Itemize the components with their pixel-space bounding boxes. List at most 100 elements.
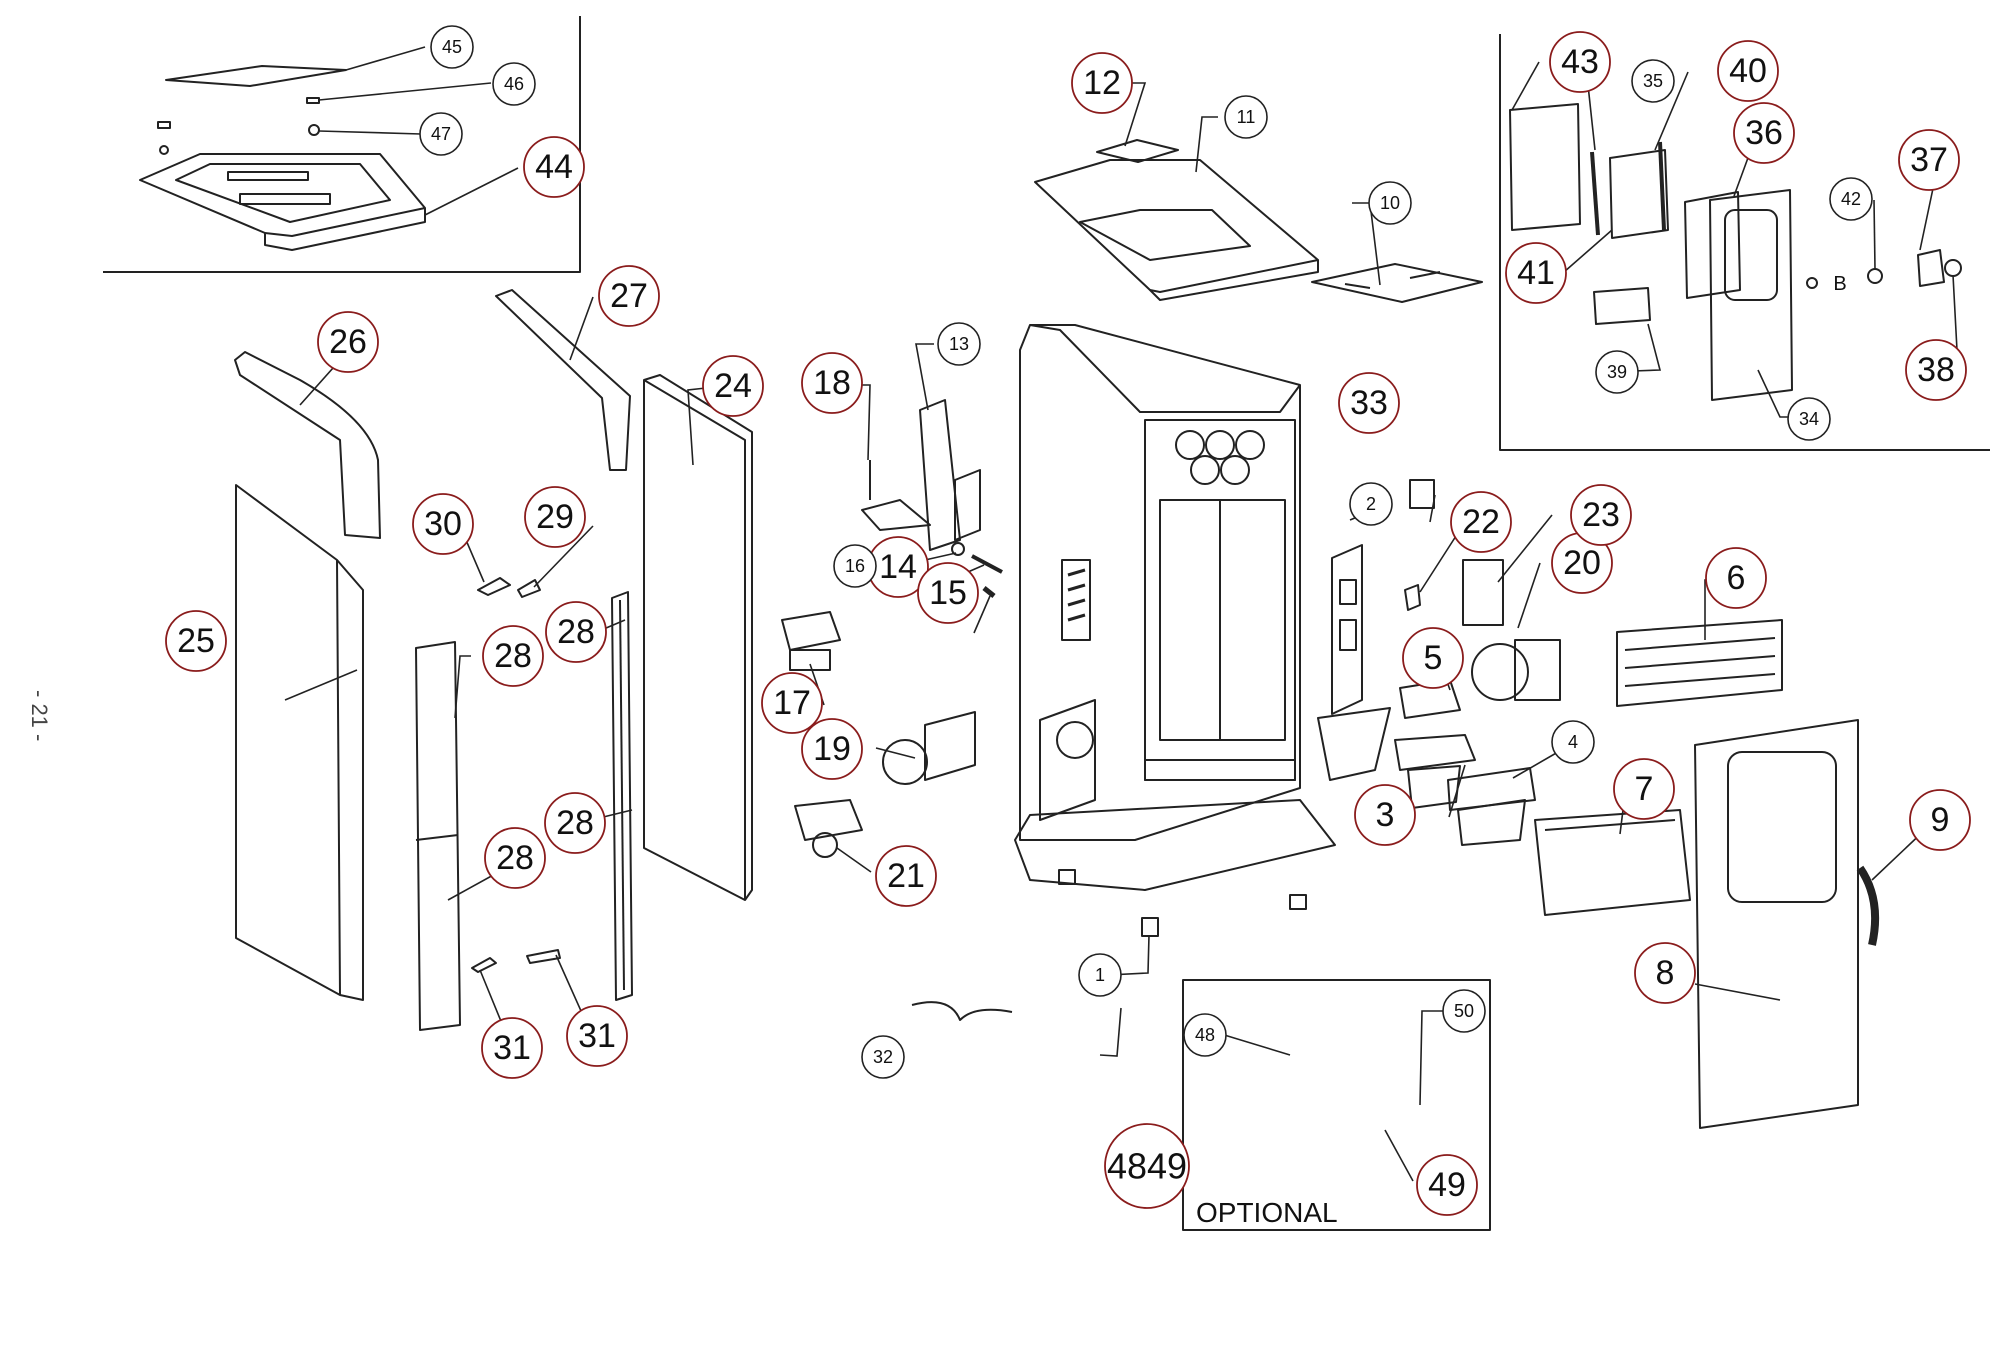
- callout-47: 47: [419, 112, 463, 156]
- callout-circle: [1071, 52, 1133, 114]
- callout-number: 39: [1607, 362, 1627, 382]
- callout-circle: [1224, 95, 1268, 139]
- callout-number: 42: [1841, 189, 1861, 209]
- callout-circle: [1634, 942, 1696, 1004]
- callout-50: 50: [1442, 989, 1486, 1033]
- callout-24: 24: [702, 355, 764, 417]
- callout-number: 4: [1568, 732, 1578, 752]
- callout-10: 10: [1368, 181, 1412, 225]
- part-11-top-plate: [1034, 159, 1319, 301]
- callout-18: 18: [801, 352, 863, 414]
- part-7-side-plate: [1534, 809, 1691, 916]
- part-30-clip: [477, 577, 511, 596]
- callout-number: 33: [1350, 384, 1388, 422]
- callout-number: 38: [1917, 351, 1955, 389]
- callout-22: 22: [1450, 491, 1512, 553]
- callout-14: 14: [867, 536, 929, 598]
- callout-number: 43: [1561, 43, 1599, 81]
- callout-circle: [937, 322, 981, 366]
- part-brazier-support: [1317, 707, 1391, 781]
- callout-19: 19: [801, 718, 863, 780]
- callout-circle: [412, 493, 474, 555]
- callout-29: 29: [524, 486, 586, 548]
- callout-number: 11: [1237, 107, 1256, 127]
- callout-7: 7: [1613, 758, 1675, 820]
- callout-circle: [419, 112, 463, 156]
- callout-circle: [1898, 129, 1960, 191]
- callout-circle: [917, 562, 979, 624]
- callout-1: 1: [1078, 953, 1122, 997]
- callout-circle: [566, 1005, 628, 1067]
- callout-circle: [801, 718, 863, 780]
- callout-number: 31: [493, 1029, 531, 1067]
- callout-42: 42: [1829, 177, 1873, 221]
- callout-circle: [1338, 372, 1400, 434]
- part-23-motor-support: [1462, 559, 1504, 626]
- part-19-blower: [882, 711, 976, 785]
- callout-circle: [1909, 789, 1971, 851]
- callout-number: 23: [1582, 496, 1620, 534]
- callout-circle: [482, 625, 544, 687]
- callout-number: 50: [1454, 1001, 1474, 1021]
- part-47-screw: [159, 124, 320, 155]
- part-33-switch: [1409, 479, 1435, 509]
- part-46-hinge: [157, 97, 320, 129]
- part-1-foot: [1058, 869, 1307, 937]
- callout-31: 31: [481, 1017, 543, 1079]
- callout-circle: [861, 1035, 905, 1079]
- callout-number: 44: [535, 148, 573, 186]
- part-31-clip: [471, 949, 561, 973]
- callout-number: 47: [431, 124, 451, 144]
- callout-number: 28: [557, 613, 595, 651]
- callout-21: 21: [875, 845, 937, 907]
- part-28-corner-profile-left: [415, 641, 461, 1031]
- part-35-gasket: [1590, 151, 1600, 236]
- callout-number: 8: [1656, 954, 1675, 992]
- callout-circle: [833, 544, 877, 588]
- callout-circle: [1104, 1123, 1190, 1209]
- callout-28: 28: [545, 601, 607, 663]
- callout-17: 17: [761, 672, 823, 734]
- callout-number: 37: [1910, 141, 1948, 179]
- part-43-glass: [1509, 103, 1581, 231]
- callout-circle: [1505, 242, 1567, 304]
- callout-number: 9: [1931, 801, 1950, 839]
- callout-11: 11: [1224, 95, 1268, 139]
- callout-15: 15: [917, 562, 979, 624]
- part-13-bracket: [861, 399, 981, 551]
- detail-marker-b: B: [1833, 273, 1846, 295]
- callout-27: 27: [598, 265, 660, 327]
- callout-12: 12: [1071, 52, 1133, 114]
- part-39-plate: [1593, 287, 1651, 325]
- callout-28: 28: [544, 792, 606, 854]
- callout-36: 36: [1733, 102, 1795, 164]
- door-kit-inset-frame: [1499, 34, 1990, 451]
- callout-number: 21: [887, 857, 925, 895]
- part-21-combustion-fan: [794, 799, 863, 858]
- part-34-inner-door: [1709, 189, 1793, 401]
- callout-4849: 4849: [1104, 1123, 1190, 1209]
- part-44-top-lid: [139, 153, 426, 251]
- callout-number: 30: [424, 505, 462, 543]
- callout-circle: [1829, 177, 1873, 221]
- part-16-nut: [951, 542, 965, 556]
- callout-circle: [1787, 397, 1831, 441]
- callout-number: 45: [442, 37, 462, 57]
- callout-circle: [430, 25, 474, 69]
- callout-circle: [1551, 720, 1595, 764]
- callout-circle: [1570, 484, 1632, 546]
- part-2-control-board: [1331, 544, 1363, 715]
- callout-4: 4: [1551, 720, 1595, 764]
- callout-2: 2: [1349, 482, 1393, 526]
- part-32-cable: [911, 1001, 1013, 1021]
- callout-46: 46: [492, 62, 536, 106]
- part-26-top-cap: [234, 351, 381, 539]
- callout-32: 32: [861, 1035, 905, 1079]
- callout-16: 16: [833, 544, 877, 588]
- part-17-gear-motor: [781, 611, 841, 671]
- part-40-gasket-frame: [1609, 141, 1669, 239]
- part-3-brazier: [1394, 734, 1476, 809]
- callout-number: 16: [845, 556, 865, 576]
- optional-box-label: OPTIONAL: [1196, 1197, 1338, 1228]
